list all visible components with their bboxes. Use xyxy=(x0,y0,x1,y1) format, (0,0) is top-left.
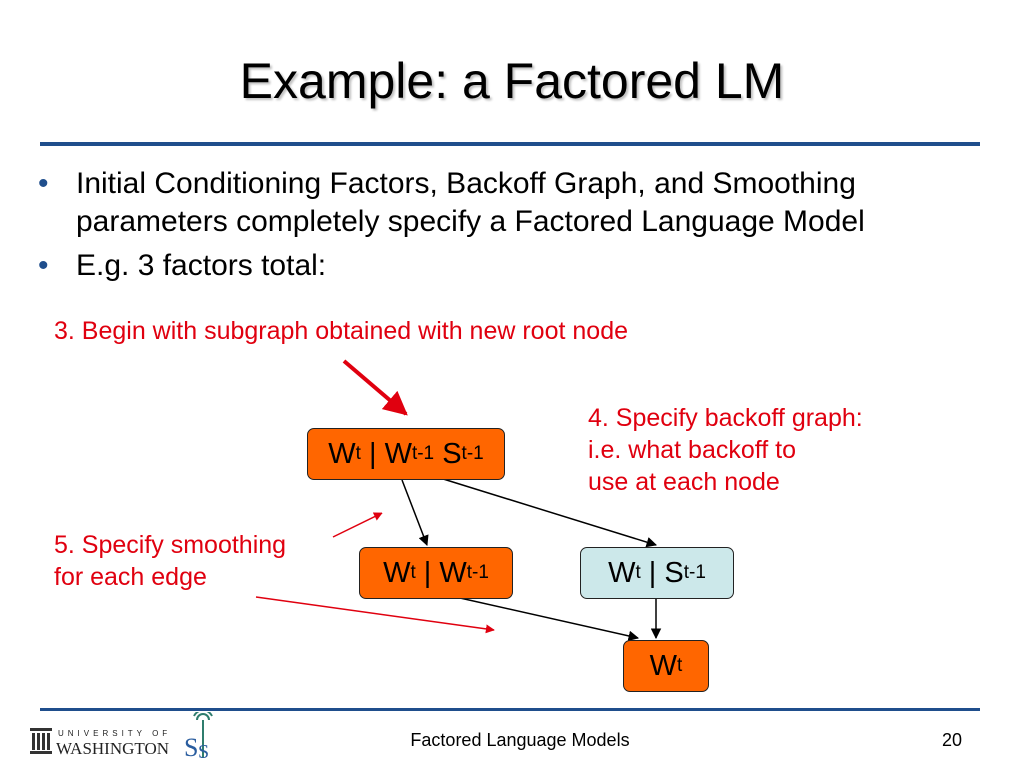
annotation-step-3: 3. Begin with subgraph obtained with new… xyxy=(54,317,628,345)
edge-root-to-right xyxy=(439,477,658,548)
bullet-item: • E.g. 3 factors total: xyxy=(38,247,998,285)
annotation-step-4: 4. Specify backoff graph: i.e. what back… xyxy=(588,402,863,498)
bullet-dot-icon: • xyxy=(38,249,49,282)
edge-left-to-bottom xyxy=(459,597,640,642)
ssli-letters: S xyxy=(184,733,198,762)
bullet-list: • Initial Conditioning Factors, Backoff … xyxy=(38,165,998,291)
red-arrow-to-root xyxy=(342,359,408,416)
annotation-step-5: 5. Specify smoothing for each edge xyxy=(54,529,286,593)
bullet-item: • Initial Conditioning Factors, Backoff … xyxy=(38,165,998,241)
bullet-text: Initial Conditioning Factors, Backoff Gr… xyxy=(76,167,865,238)
title-rule xyxy=(40,142,980,146)
bullet-text: E.g. 3 factors total: xyxy=(76,249,327,282)
annotation-line: for each edge xyxy=(54,563,207,591)
footer-rule xyxy=(40,708,980,711)
bullet-dot-icon: • xyxy=(38,167,49,200)
slide-title: Example: a Factored LM xyxy=(239,53,785,109)
annotation-line: 5. Specify smoothing xyxy=(54,531,287,559)
annotation-line: 4. Specify backoff graph: xyxy=(588,404,863,432)
red-arrow-smoothing-upper xyxy=(332,512,383,538)
red-arrow-smoothing-lower xyxy=(255,596,495,634)
page-number: 20 xyxy=(941,730,962,750)
annotation-line: i.e. what backoff to xyxy=(588,436,796,464)
edge-root-to-left xyxy=(401,479,429,546)
footer-title: Factored Language Models xyxy=(410,730,630,750)
annotation-line: use at each node xyxy=(588,468,780,496)
university-of-washington-logo xyxy=(30,728,52,754)
columns-icon xyxy=(30,728,52,754)
logo-university-of: UNIVERSITY OF xyxy=(58,729,172,738)
logo-washington: WASHINGTON xyxy=(56,739,170,758)
svg-text:S: S xyxy=(198,741,209,762)
ssli-logo: S S xyxy=(184,712,213,762)
